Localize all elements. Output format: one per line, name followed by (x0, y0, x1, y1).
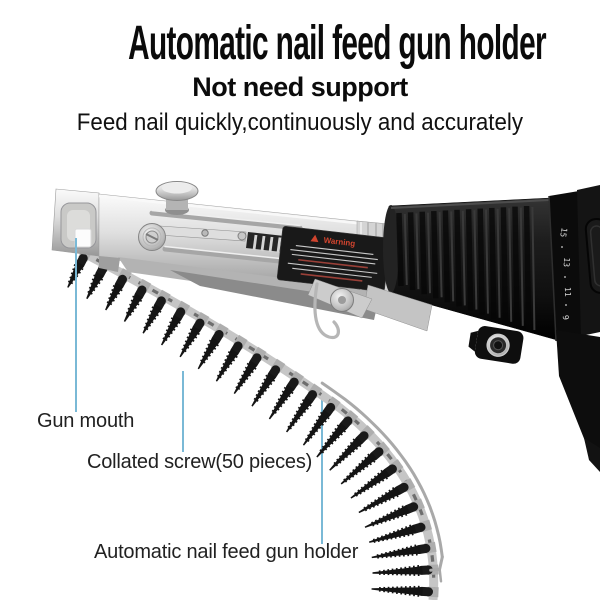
depth-adjust-lever (158, 225, 247, 242)
page-title-text: Automatic nail feed gun holder (128, 17, 547, 70)
holder-label: Automatic nail feed gun holder (94, 541, 359, 563)
svg-text:11: 11 (563, 287, 572, 297)
holder-rail (320, 381, 444, 583)
warning-triangle-icon (310, 234, 319, 243)
warning-label: Warning (276, 226, 391, 292)
strip-guide-bracket (307, 278, 433, 340)
clutch-ring (549, 191, 585, 347)
subtitle-text: Not need support (192, 72, 408, 102)
svg-text:15: 15 (558, 227, 569, 238)
guide-wire (313, 282, 340, 340)
warning-title: Warning (323, 236, 356, 249)
collated-screw-label: Collated screw(50 pieces) (87, 451, 313, 473)
collated-screw-strip (67, 247, 444, 600)
svg-text:9: 9 (561, 314, 571, 320)
screws (67, 247, 439, 598)
subtitle: Not need support (0, 72, 600, 103)
tagline-text: Feed nail quickly,continuously and accur… (76, 109, 524, 136)
drill-side-button (584, 218, 600, 294)
page-title: Automatic nail feed gun holder (0, 16, 600, 71)
drill-adapter-collar: 15 13 11 9 (383, 185, 600, 472)
holder-pointer-line (321, 398, 323, 544)
clamp-knob (468, 326, 524, 364)
gun-mouth-pointer-line (75, 238, 77, 412)
gun-mouth-label: Gun mouth (37, 410, 135, 432)
clutch-scale-numbers: 15 13 11 9 (558, 227, 572, 321)
tagline: Feed nail quickly,continuously and accur… (0, 109, 600, 137)
collated-screw-pointer-line (182, 371, 184, 452)
pivot-screw (138, 223, 166, 251)
top-knob (155, 181, 199, 215)
svg-text:13: 13 (562, 257, 572, 268)
